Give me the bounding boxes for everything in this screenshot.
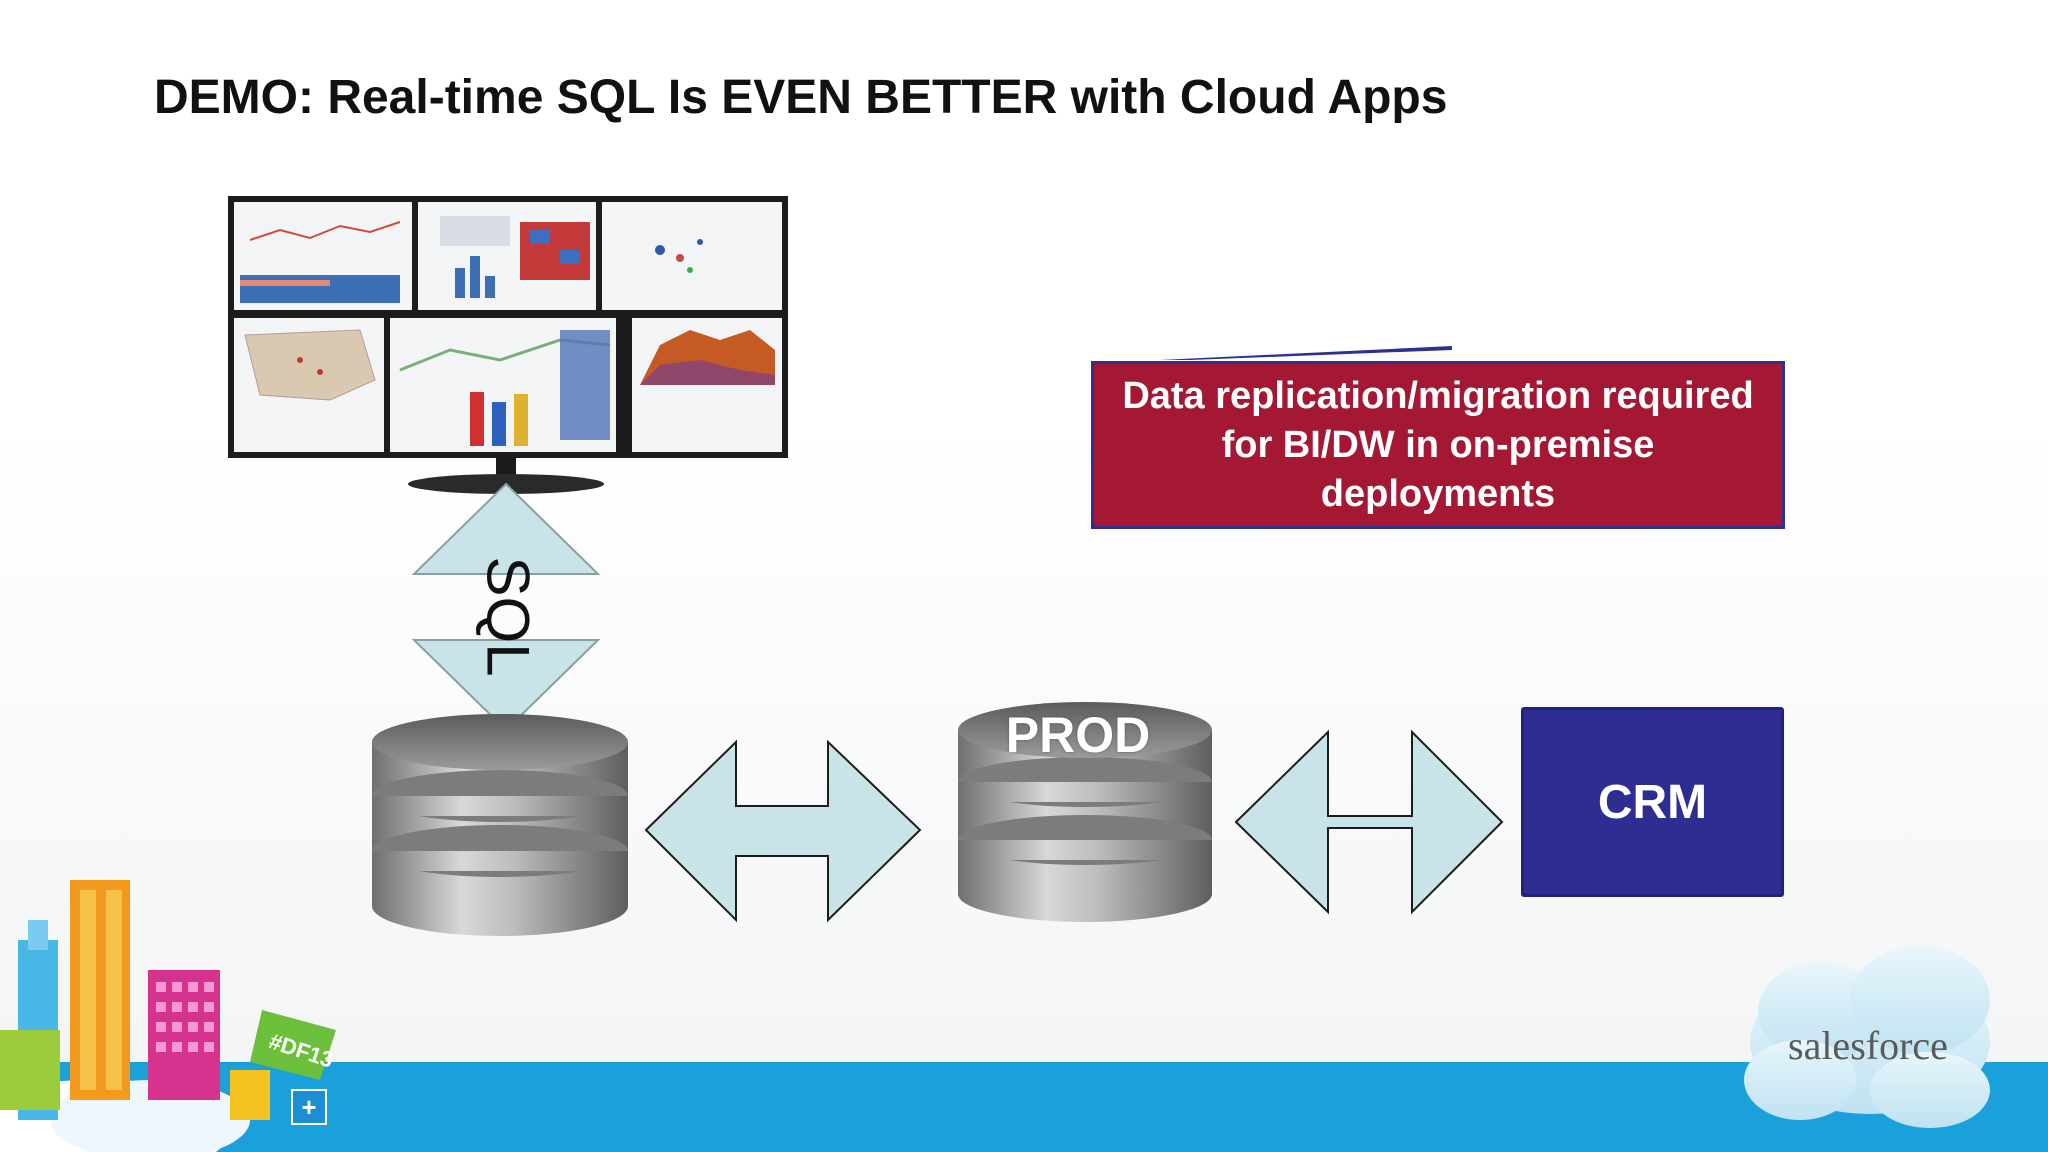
svg-text:+: + [301,1092,316,1122]
prod-label: PROD [1005,707,1151,763]
sync-arrow-left [644,739,922,923]
monitor-wall-image [228,196,788,494]
sql-label: SQL [474,556,542,677]
sync-arrow-right [1234,729,1504,915]
slide-title: DEMO: Real-time SQL Is EVEN BETTER with … [154,71,1448,124]
salesforce-logo-text: salesforce [1788,1023,1948,1068]
bi-database-icon [372,714,628,936]
salesforce-cloud-logo [1744,946,1990,1128]
callout-pointer [1160,346,1452,360]
bottom-band [0,1062,2048,1152]
callout-text: Data replication/migration required for … [1122,374,1754,515]
crm-label: CRM [1597,775,1708,829]
city-skyline-decoration: + [0,880,336,1152]
crm-box: CRM [1521,707,1784,897]
replication-callout: Data replication/migration required for … [1091,361,1785,529]
prod-database-icon [958,702,1212,922]
sql-double-arrow [411,482,601,732]
